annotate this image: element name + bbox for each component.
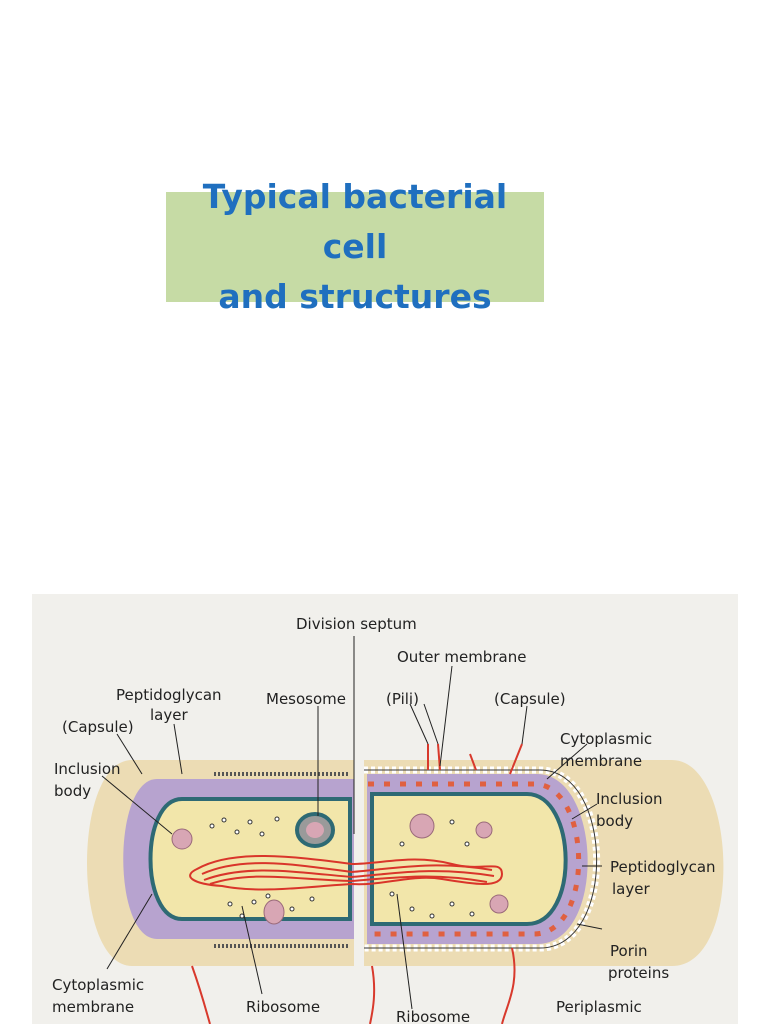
label-cytoplasmic-left-2: membrane (52, 998, 134, 1016)
label-outer-membrane: Outer membrane (397, 648, 526, 666)
label-porin-2: proteins (608, 964, 669, 982)
pili (191, 743, 523, 1024)
title-box: Typical bacterial cell and structures (166, 177, 544, 316)
label-porin-1: Porin (610, 942, 648, 960)
porin-proteins (368, 781, 582, 937)
label-inclusion-right-1: Inclusion (596, 790, 663, 808)
inclusion-body-right-1 (409, 813, 435, 839)
diagram-svg: Division septum Outer membrane Peptidogl… (52, 615, 724, 1024)
label-periplasmic: Periplasmic (556, 998, 642, 1016)
inclusion-body-center (263, 899, 285, 925)
label-capsule-left: (Capsule) (62, 718, 134, 736)
label-capsule-right: (Capsule) (494, 690, 566, 708)
label-inclusion-left-2: body (54, 782, 91, 800)
inclusion-body-left (171, 828, 193, 850)
label-peptidoglycan-right-1: Peptidoglycan (610, 858, 716, 876)
title-line-1: Typical bacterial cell (202, 177, 508, 266)
nucleoid-dna (189, 855, 504, 891)
inclusion-body-right-2 (475, 821, 493, 839)
label-pili: (Pili) (386, 690, 419, 708)
label-ribosome-left: Ribosome (246, 998, 320, 1016)
leader-lines (101, 636, 603, 1010)
label-division-septum: Division septum (296, 615, 417, 633)
inclusion-body-right-3 (489, 894, 509, 914)
label-cytoplasmic-left-1: Cytoplasmic (52, 976, 144, 994)
label-peptidoglycan-left-2: layer (150, 706, 188, 724)
cytoplasm-right (370, 792, 568, 926)
label-cytoplasmic-right-1: Cytoplasmic (560, 730, 652, 748)
label-inclusion-left-1: Inclusion (54, 760, 121, 778)
label-inclusion-right-2: body (596, 812, 633, 830)
label-peptidoglycan-right-2: layer (612, 880, 650, 898)
title-line-2: and structures (218, 277, 492, 316)
label-mesosome: Mesosome (266, 690, 346, 708)
label-cytoplasmic-right-2: membrane (560, 752, 642, 770)
label-ribosome-right: Ribosome (396, 1008, 470, 1024)
label-peptidoglycan-left-1: Peptidoglycan (116, 686, 222, 704)
ribosomes (209, 816, 475, 919)
bacterial-cell-diagram: Division septum Outer membrane Peptidogl… (32, 594, 738, 1024)
